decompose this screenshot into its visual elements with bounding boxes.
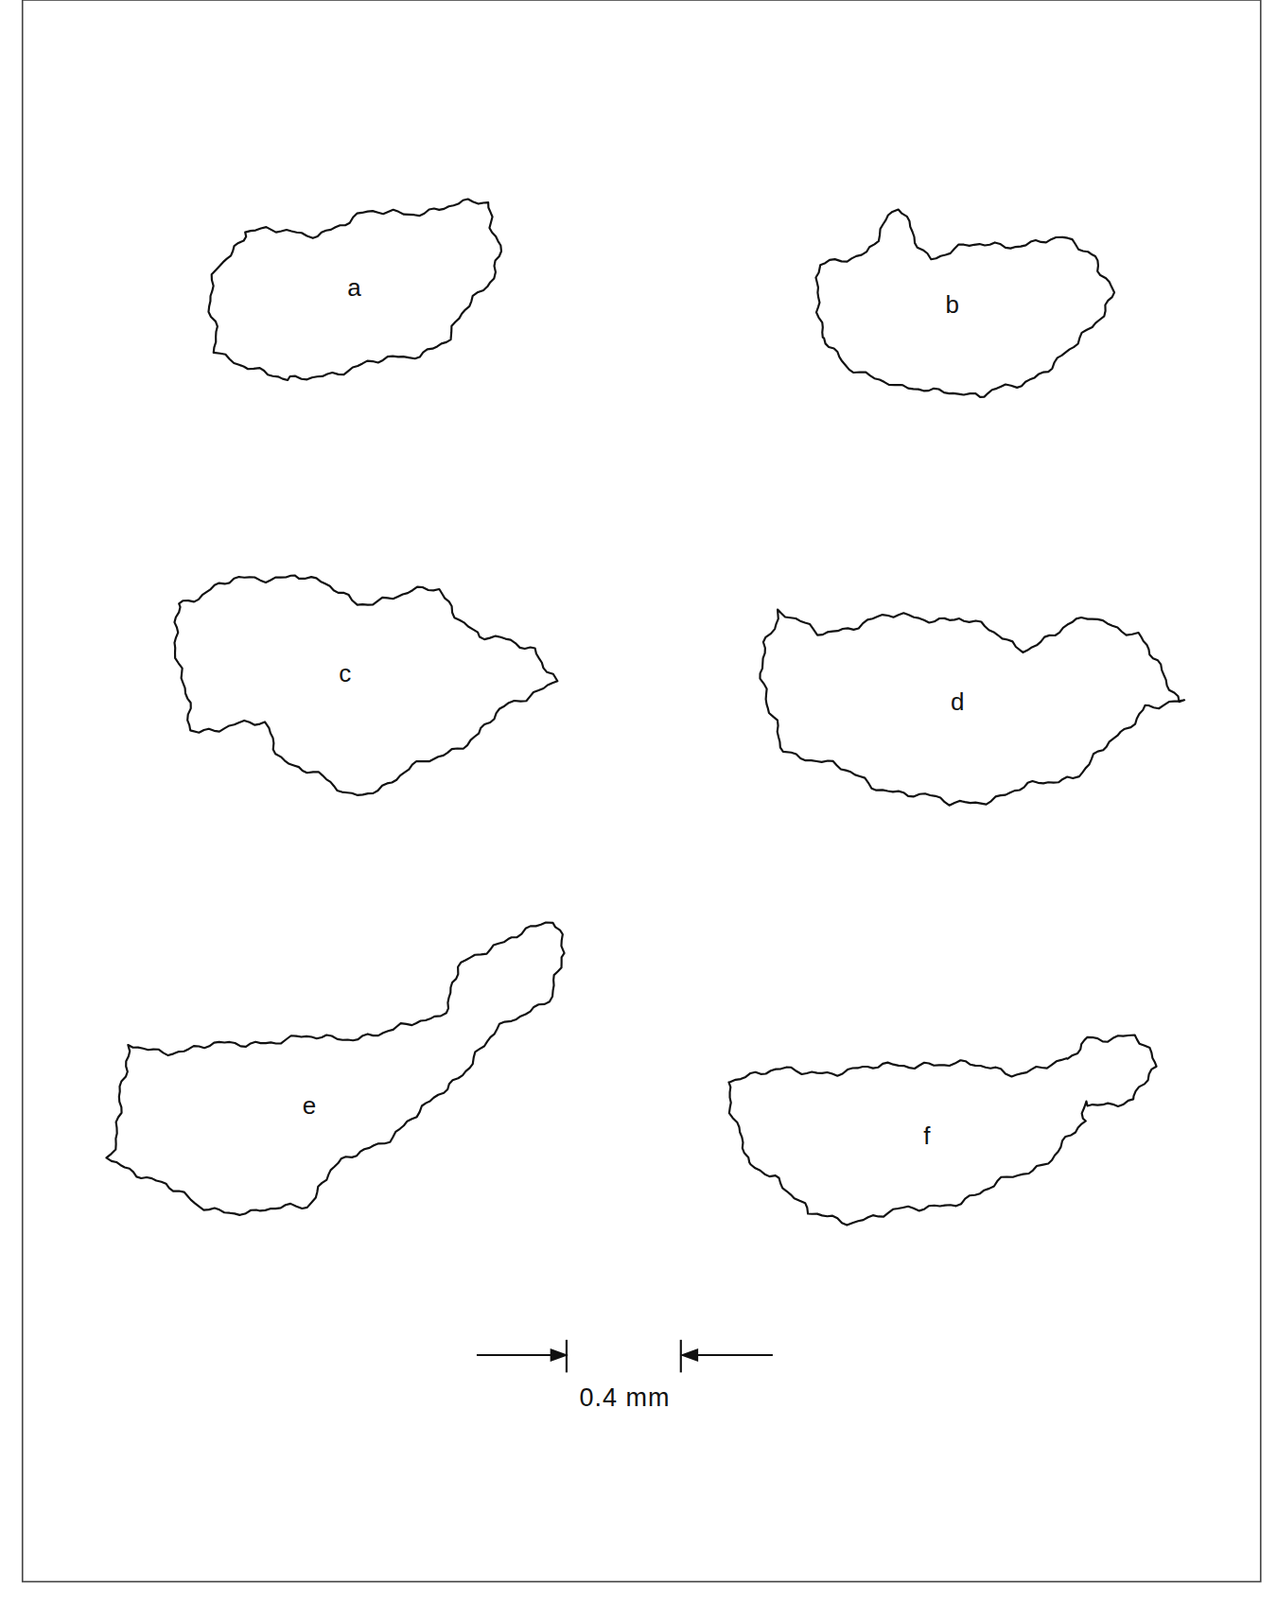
particle-letter: e: [302, 1093, 316, 1119]
particle-letter: f: [923, 1123, 930, 1149]
particle-outline: d: [753, 603, 1191, 812]
particle-contour: [759, 609, 1185, 805]
particle-contour: [816, 209, 1116, 397]
particle-shape: [809, 203, 1120, 403]
scale-label: 0.4 mm: [578, 1385, 670, 1412]
particle-contour: [174, 576, 559, 796]
particle-outline: f: [722, 1029, 1163, 1232]
particle-outline: e: [100, 916, 571, 1222]
particle-contour: [728, 1034, 1156, 1225]
particle-letter: c: [338, 661, 351, 686]
frame-border: [22, 0, 1261, 1583]
scale-bar: [476, 1340, 773, 1374]
particle-letter: b: [945, 292, 960, 317]
particle-shape: [168, 569, 564, 802]
particle-contour: [208, 198, 501, 381]
particle-shape: [722, 1029, 1163, 1232]
particle-shape: [100, 916, 571, 1222]
particle-letter: d: [950, 689, 964, 715]
particle-outline: c: [168, 569, 564, 802]
particle-letter: a: [347, 275, 361, 300]
particle-shape: [753, 603, 1191, 812]
particle-outline: b: [809, 203, 1120, 403]
particle-contour: [105, 923, 564, 1216]
particle-outline: a: [202, 192, 508, 386]
